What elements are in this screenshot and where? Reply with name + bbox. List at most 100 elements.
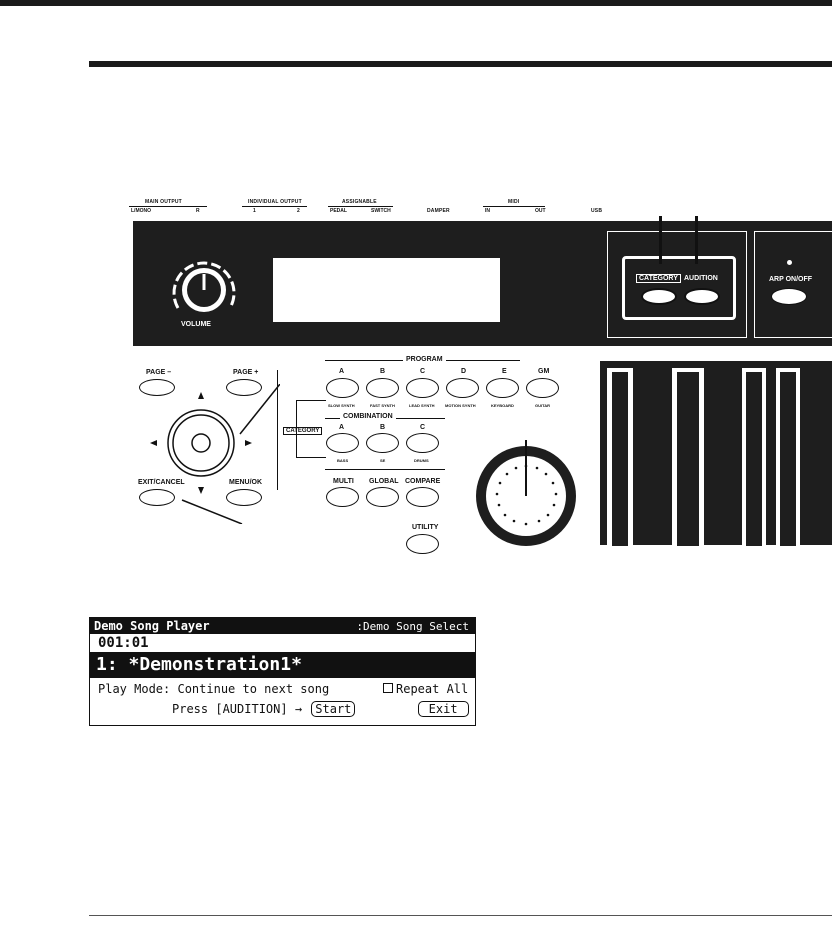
utility-button[interactable]: [406, 534, 439, 554]
program-a-button[interactable]: [326, 378, 359, 398]
program-gm-button[interactable]: [526, 378, 559, 398]
category-bracket: [296, 457, 326, 458]
combination-b-letter: B: [380, 424, 386, 431]
program-d-letter: D: [461, 368, 467, 375]
jack-label-switch: SWITCH: [371, 208, 391, 214]
page-minus-label: PAGE –: [146, 369, 172, 376]
program-e-letter: E: [502, 368, 507, 375]
combination-c-button[interactable]: [406, 433, 439, 453]
jack-label-2: 2: [297, 208, 300, 214]
white-key-shade: [780, 372, 796, 546]
audition-button[interactable]: [684, 288, 720, 305]
program-e-category: KEYBOARD: [491, 403, 514, 408]
global-label: GLOBAL: [369, 478, 399, 485]
volume-knob-icon[interactable]: [164, 250, 244, 330]
combination-a-button[interactable]: [326, 433, 359, 453]
program-d-category: MOTION SYNTH: [445, 403, 476, 408]
panel-divider: [277, 370, 278, 490]
program-d-button[interactable]: [446, 378, 479, 398]
program-c-letter: C: [420, 368, 426, 375]
program-b-category: FAST SYNTH: [370, 403, 395, 408]
jack-label-damper: DAMPER: [427, 208, 450, 214]
lcd-page-name: :Demo Song Select: [356, 620, 469, 633]
compare-label: COMPARE: [405, 478, 441, 485]
lcd-song-selector[interactable]: 1: *Demonstration1*: [90, 652, 475, 678]
jack-label-1: 1: [253, 208, 256, 214]
white-key-shade: [677, 372, 699, 546]
panel-display-window: [273, 258, 500, 322]
lcd-title: Demo Song Player: [94, 619, 210, 633]
category-bracket: [296, 400, 297, 458]
category-button[interactable]: [641, 288, 677, 305]
jack-label-assignable: ASSIGNABLE: [342, 199, 377, 205]
combination-c-letter: C: [420, 424, 426, 431]
program-b-button[interactable]: [366, 378, 399, 398]
lcd-song-name: 1: *Demonstration1*: [96, 654, 302, 675]
mode-line: [325, 469, 445, 470]
program-c-category: LEAD SYNTH: [409, 403, 435, 408]
global-button[interactable]: [366, 487, 399, 507]
panel-subsection: [607, 231, 747, 338]
page-plus-button[interactable]: [226, 379, 262, 396]
lcd-play-mode[interactable]: Play Mode: Continue to next song: [98, 682, 330, 696]
program-gm-category: GUITAR: [535, 403, 551, 408]
program-a-letter: A: [339, 368, 345, 375]
jack-label-main-output: MAIN OUTPUT: [145, 199, 182, 205]
panel-right-section: [600, 221, 832, 346]
arp-led: [787, 260, 792, 265]
callout-line: [659, 216, 662, 264]
program-gm-letter: GM: [538, 368, 550, 375]
program-c-button[interactable]: [406, 378, 439, 398]
cursor-dial-icon[interactable]: [140, 384, 280, 524]
category-label: CATEGORY: [636, 274, 681, 283]
jack-label-individual-output: INDIVIDUAL OUTPUT: [248, 199, 302, 205]
program-label: PROGRAM: [403, 356, 446, 363]
start-button[interactable]: Start: [311, 701, 356, 717]
category-side-label: CATEGORY: [283, 427, 323, 435]
white-key-shade: [612, 372, 628, 546]
jack-label-r: R: [196, 208, 200, 214]
menu-ok-button[interactable]: [226, 489, 262, 506]
arp-on-off-label: ARP ON/OFF: [769, 276, 813, 283]
exit-button[interactable]: Exit: [417, 701, 469, 717]
combination-b-button[interactable]: [366, 433, 399, 453]
lcd-press-row: Press [AUDITION] → Start Exit: [172, 701, 469, 717]
lcd-screen: Demo Song Player :Demo Song Select 001:0…: [89, 617, 476, 726]
repeat-all-checkbox[interactable]: [383, 683, 393, 693]
program-a-category: SLOW SYNTH: [328, 403, 355, 408]
utility-label: UTILITY: [412, 524, 439, 531]
jack-label-l-mono: L/MONO: [131, 208, 151, 214]
jack-label-pedal: PEDAL: [330, 208, 347, 214]
program-e-button[interactable]: [486, 378, 519, 398]
page-plus-label: PAGE +: [233, 369, 259, 376]
compare-button[interactable]: [406, 487, 439, 507]
lcd-press-text: Press [AUDITION] →: [172, 702, 303, 716]
program-b-letter: B: [380, 368, 386, 375]
exit-cancel-label: EXIT/CANCEL: [138, 479, 185, 486]
jack-divider: [328, 206, 393, 207]
repeat-all-label: Repeat All: [396, 682, 469, 696]
arp-on-off-button[interactable]: [771, 288, 807, 305]
value-dial-icon[interactable]: [474, 440, 584, 550]
volume-label: VOLUME: [181, 321, 211, 328]
multi-label: MULTI: [333, 478, 354, 485]
audition-label: AUDITION: [684, 275, 718, 282]
exit-cancel-button[interactable]: [139, 489, 175, 506]
panel-subsection: [754, 231, 832, 338]
page-minus-button[interactable]: [139, 379, 175, 396]
combination-a-letter: A: [339, 424, 345, 431]
top-rule: [0, 0, 832, 6]
multi-button[interactable]: [326, 487, 359, 507]
combination-c-category: DRUMS: [414, 458, 429, 463]
menu-ok-label: MENU/OK: [229, 479, 263, 486]
jack-divider: [483, 206, 545, 207]
bottom-rule: [89, 915, 832, 916]
jack-divider: [242, 206, 307, 207]
combination-a-category: BASS: [337, 458, 349, 463]
category-bracket: [296, 400, 326, 401]
lcd-header: Demo Song Player :Demo Song Select: [90, 618, 475, 634]
jack-divider: [129, 206, 207, 207]
white-key-shade: [746, 372, 762, 546]
combination-b-category: SE: [380, 458, 386, 463]
combination-label: COMBINATION: [340, 413, 396, 420]
